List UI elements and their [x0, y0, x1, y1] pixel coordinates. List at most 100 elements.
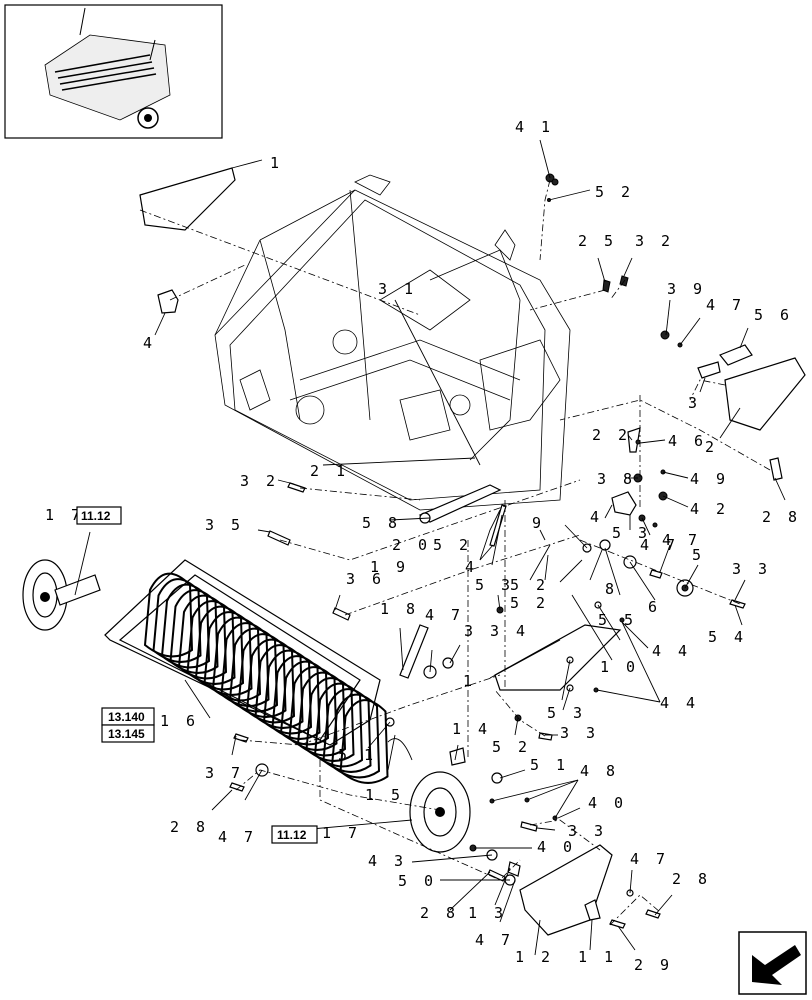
callout-40-lower: 4 0	[537, 838, 576, 856]
callout-41: 4 1	[515, 118, 554, 136]
reference-box-11-12-top[interactable]: 11.12	[76, 506, 122, 525]
callout-47-bottom: 4 7	[475, 931, 514, 949]
part-22-clip	[627, 427, 641, 453]
tine-bar	[339, 699, 389, 784]
callout-47-left: 4 7	[218, 828, 257, 846]
part-56-bracket	[719, 344, 753, 366]
callout-13: 1 3	[468, 904, 507, 922]
callout-29: 2 9	[634, 956, 673, 974]
callout-55: 5 5	[598, 611, 637, 629]
part-4-block	[157, 289, 179, 314]
part-3-bracket	[697, 361, 721, 379]
part-17-wheel-left	[22, 559, 101, 631]
callout-47-mid: 4 7	[640, 536, 679, 554]
callout-2-right: 2	[705, 438, 718, 456]
part-15-cable	[387, 738, 413, 761]
part-4-block-right	[611, 491, 637, 516]
callout-5: 5	[692, 546, 705, 564]
callout-52-c: 5 2	[510, 576, 549, 594]
part-11-clip	[584, 899, 601, 921]
thumbnail-inset	[4, 4, 223, 139]
callout-18: 1 8	[380, 600, 419, 618]
callout-49: 4 9	[690, 470, 729, 488]
navigation-arrow-icon[interactable]	[738, 931, 807, 995]
callout-43: 4 3	[368, 852, 407, 870]
callout-48: 4 8	[580, 762, 619, 780]
reference-box-13-145[interactable]: 13.145	[101, 724, 155, 743]
svg-text:13.140: 13.140	[108, 710, 145, 724]
baler-frame	[214, 174, 571, 511]
callout-51-left: 5 1	[338, 746, 377, 764]
callout-33-lower: 3 3	[568, 822, 607, 840]
part-1-top-shield	[139, 167, 236, 231]
callout-50: 5 0	[398, 872, 437, 890]
callout-33-mid: 3 3	[560, 724, 599, 742]
callout-31: 3 1	[378, 280, 417, 298]
callout-3-center: 3	[464, 622, 477, 640]
callout-52-mid: 5 2	[433, 536, 472, 554]
callout-28-right: 2 8	[762, 508, 801, 526]
callout-17-left: 1 7	[45, 506, 84, 524]
callout-4-left: 4	[143, 334, 156, 352]
part-18-spring	[399, 624, 429, 679]
callout-28-bottom: 2 8	[420, 904, 459, 922]
callout-46: 4 6	[668, 432, 707, 450]
callout-52-top: 5 2	[595, 183, 634, 201]
reference-box-11-12-bottom[interactable]: 11.12	[271, 825, 318, 844]
callout-56: 5 6	[754, 306, 793, 324]
callout-44-upper: 4 4	[652, 642, 691, 660]
callout-39: 3 9	[667, 280, 706, 298]
part-2-side-shield	[724, 357, 806, 431]
part-17-wheel-right	[409, 771, 471, 853]
callout-28-lower-right: 2 8	[672, 870, 711, 888]
callout-25: 2 5	[578, 232, 617, 250]
callout-47-top: 4 7	[706, 296, 745, 314]
callout-47-right: 4 7	[630, 850, 669, 868]
callout-6: 6	[648, 598, 661, 616]
thumbnail-machine	[44, 7, 171, 129]
callout-47-center: 4 7	[425, 606, 464, 624]
callout-labels: 1 4 4 1 5 2 2 5 3 2 3 9 4 7 5 6 3 2 3 1 …	[45, 118, 801, 974]
svg-text:13.145: 13.145	[108, 727, 145, 741]
callout-35: 3 5	[205, 516, 244, 534]
callout-8: 8	[605, 580, 618, 598]
callout-36: 3 6	[346, 570, 385, 588]
callout-37: 3 7	[205, 764, 244, 782]
callout-34: 3 4	[490, 622, 529, 640]
callout-47-mid-b: 4 7	[662, 531, 701, 549]
callout-1-lower: 1	[463, 672, 476, 690]
callout-53-lower: 5 3	[547, 704, 586, 722]
callout-14: 1 4	[452, 720, 491, 738]
pickup-reel-tines	[143, 572, 389, 784]
part-58-arm	[418, 484, 502, 523]
callout-16: 1 6	[160, 712, 199, 730]
callout-42: 4 2	[690, 500, 729, 518]
callout-3-right: 3	[688, 394, 701, 412]
svg-text:11.12: 11.12	[81, 509, 111, 523]
reference-box-13-140[interactable]: 13.140	[101, 707, 155, 726]
callout-32-left: 3 2	[240, 472, 279, 490]
callout-53-mid: 5 3	[612, 524, 651, 542]
callout-20: 2 0	[392, 536, 431, 554]
callout-21: 2 1	[310, 462, 349, 480]
callout-52-lower: 5 2	[492, 738, 531, 756]
part-12-side-plate	[519, 844, 613, 936]
callout-11: 1 1	[578, 948, 617, 966]
callout-28-left: 2 8	[170, 818, 209, 836]
callout-52-d: 5 2	[510, 594, 549, 612]
callout-53-c: 5 3	[475, 576, 514, 594]
part-14-block	[449, 747, 466, 766]
callout-54: 5 4	[708, 628, 747, 646]
callout-44-lower: 4 4	[660, 694, 699, 712]
callout-9: 9	[532, 514, 545, 532]
callout-19: 1 9	[370, 558, 409, 576]
callout-4-mid: 4	[590, 508, 603, 526]
callout-10: 1 0	[600, 658, 639, 676]
callout-4-center: 4	[465, 558, 478, 576]
callout-22: 2 2	[592, 426, 631, 444]
callout-15: 1 5	[365, 786, 404, 804]
callout-40-upper: 4 0	[588, 794, 627, 812]
svg-text:11.12: 11.12	[277, 828, 307, 842]
callout-33-right: 3 3	[732, 560, 771, 578]
